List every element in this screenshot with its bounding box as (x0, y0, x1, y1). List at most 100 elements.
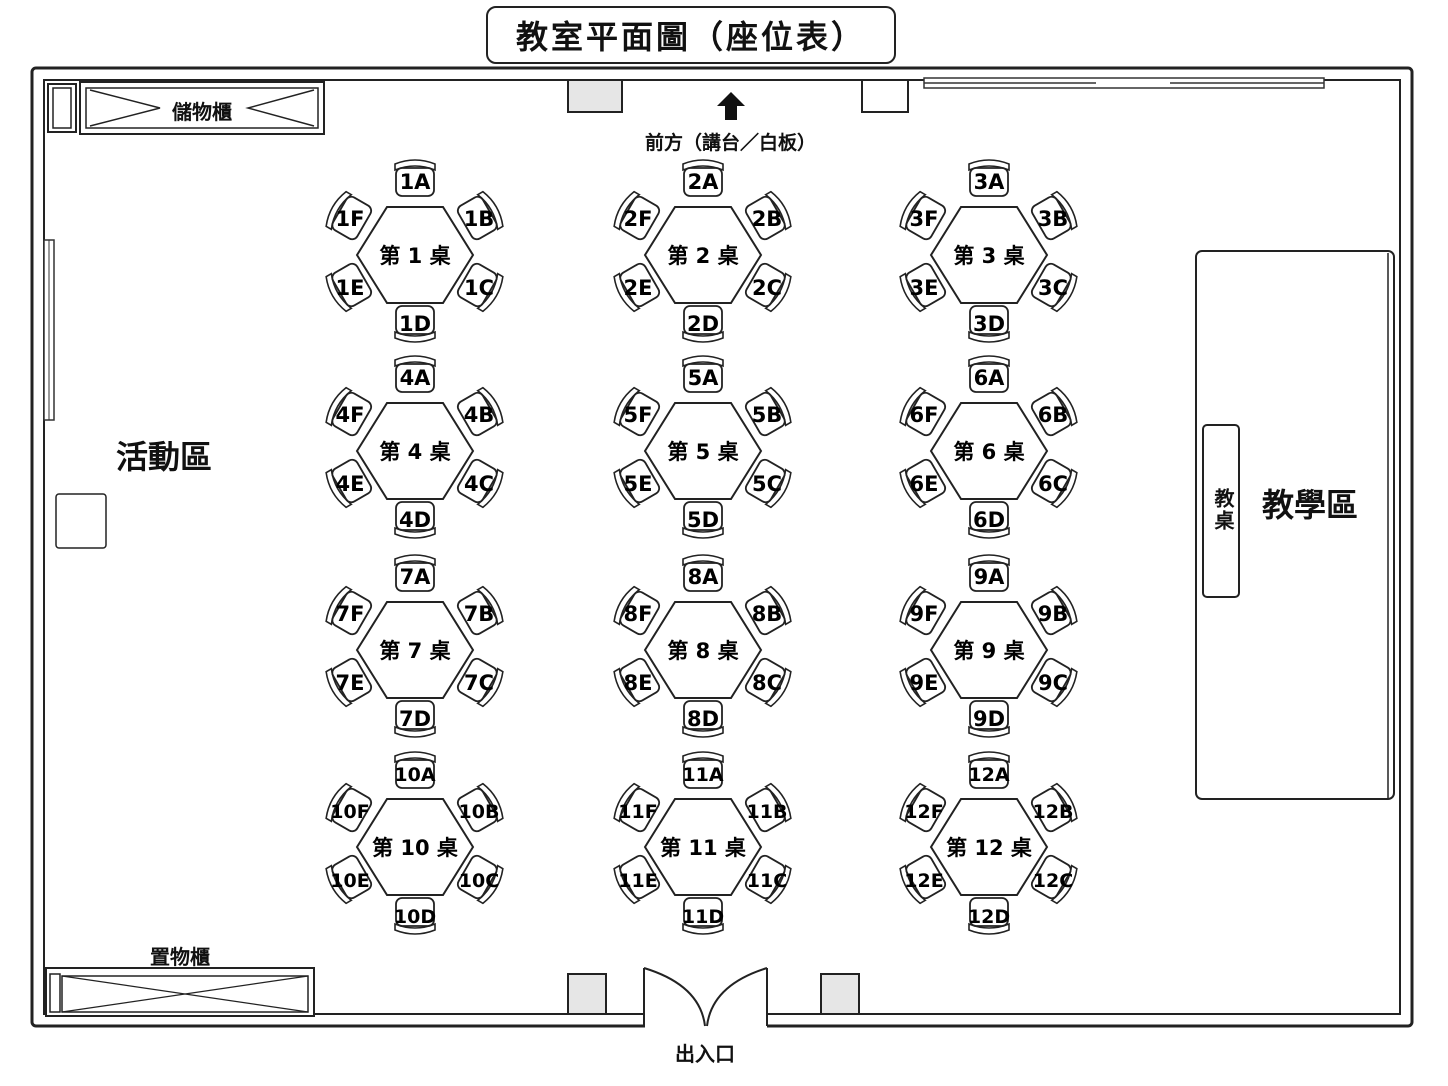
chair-icon (1030, 657, 1078, 708)
seat-8F[interactable]: 8F (611, 585, 662, 638)
seat-2D[interactable]: 2D (682, 305, 724, 343)
table-hexagon (643, 402, 763, 500)
seat-2C[interactable]: 2C (743, 261, 794, 314)
seat-7D[interactable]: 7D (394, 700, 436, 738)
seat-10C[interactable]: 10C (455, 853, 506, 906)
seat-9C[interactable]: 9C (1029, 656, 1080, 709)
seat-4A[interactable]: 4A (394, 355, 436, 393)
chair-icon (1030, 854, 1078, 905)
seat-7A[interactable]: 7A (394, 554, 436, 592)
seat-1F[interactable]: 1F (323, 190, 374, 243)
chair-icon (456, 782, 504, 833)
seat-2E[interactable]: 2E (611, 261, 662, 314)
seat-10D[interactable]: 10D (394, 897, 436, 935)
seat-12E[interactable]: 12E (897, 853, 948, 906)
seat-6B[interactable]: 6B (1029, 386, 1080, 439)
seat-1B[interactable]: 1B (455, 190, 506, 243)
seat-4C[interactable]: 4C (455, 457, 506, 510)
seat-label: 12F (904, 801, 943, 823)
seat-12B[interactable]: 12B (1029, 782, 1080, 835)
seat-7E[interactable]: 7E (323, 656, 374, 709)
seat-12A[interactable]: 12A (968, 751, 1010, 789)
seat-7C[interactable]: 7C (455, 656, 506, 709)
seat-11E[interactable]: 11E (611, 853, 662, 906)
seat-10A[interactable]: 10A (394, 751, 436, 789)
table-label: 第 7 桌 (379, 639, 451, 663)
seat-1A[interactable]: 1A (394, 159, 436, 197)
seat-7F[interactable]: 7F (323, 585, 374, 638)
seat-6E[interactable]: 6E (897, 457, 948, 510)
seat-6D[interactable]: 6D (968, 501, 1010, 539)
seat-10B[interactable]: 10B (455, 782, 506, 835)
seat-1C[interactable]: 1C (455, 261, 506, 314)
seat-label: 7E (336, 671, 365, 695)
seat-1D[interactable]: 1D (394, 305, 436, 343)
seat-1E[interactable]: 1E (323, 261, 374, 314)
seat-11F[interactable]: 11F (611, 782, 662, 835)
seat-11A[interactable]: 11A (682, 751, 724, 789)
seat-3A[interactable]: 3A (968, 159, 1010, 197)
chair-icon (325, 782, 373, 833)
seat-9E[interactable]: 9E (897, 656, 948, 709)
seat-4D[interactable]: 4D (394, 501, 436, 539)
table-hexagon (643, 798, 763, 896)
seat-8E[interactable]: 8E (611, 656, 662, 709)
seat-8A[interactable]: 8A (682, 554, 724, 592)
seat-label: 9C (1038, 671, 1068, 695)
seat-10E[interactable]: 10E (323, 853, 374, 906)
seat-5D[interactable]: 5D (682, 501, 724, 539)
seat-9B[interactable]: 9B (1029, 585, 1080, 638)
seat-8C[interactable]: 8C (743, 656, 794, 709)
seat-6A[interactable]: 6A (968, 355, 1010, 393)
seat-3E[interactable]: 3E (897, 261, 948, 314)
seat-3F[interactable]: 3F (897, 190, 948, 243)
seat-12D[interactable]: 12D (968, 897, 1010, 935)
seat-5C[interactable]: 5C (743, 457, 794, 510)
seat-5A[interactable]: 5A (682, 355, 724, 393)
seat-label: 1C (464, 276, 494, 300)
teacher-desk-label: 教桌 (1211, 488, 1235, 532)
seat-3D[interactable]: 3D (968, 305, 1010, 343)
seat-6F[interactable]: 6F (897, 386, 948, 439)
seat-3B[interactable]: 3B (1029, 190, 1080, 243)
seat-8B[interactable]: 8B (743, 585, 794, 638)
seat-6C[interactable]: 6C (1029, 457, 1080, 510)
seat-4F[interactable]: 4F (323, 386, 374, 439)
seat-7B[interactable]: 7B (455, 585, 506, 638)
seat-11C[interactable]: 11C (743, 853, 794, 906)
seat-11B[interactable]: 11B (743, 782, 794, 835)
seat-12C[interactable]: 12C (1029, 853, 1080, 906)
seat-5E[interactable]: 5E (611, 457, 662, 510)
chair-icon (899, 854, 947, 905)
seat-label: 11C (747, 870, 787, 892)
seat-11D[interactable]: 11D (682, 897, 724, 935)
chair-icon (682, 700, 724, 738)
seat-5B[interactable]: 5B (743, 386, 794, 439)
seat-4E[interactable]: 4E (323, 457, 374, 510)
chair-icon (613, 657, 661, 708)
seat-2A[interactable]: 2A (682, 159, 724, 197)
seat-2B[interactable]: 2B (743, 190, 794, 243)
seat-3C[interactable]: 3C (1029, 261, 1080, 314)
chair-icon (325, 458, 373, 509)
seat-9D[interactable]: 9D (968, 700, 1010, 738)
chair-icon (968, 700, 1010, 738)
seat-label: 7A (400, 565, 432, 589)
seat-label: 1F (336, 207, 365, 231)
seat-12F[interactable]: 12F (897, 782, 948, 835)
seat-label: 6A (974, 366, 1006, 390)
seat-5F[interactable]: 5F (611, 386, 662, 439)
seat-8D[interactable]: 8D (682, 700, 724, 738)
chair-icon (1030, 458, 1078, 509)
seat-4B[interactable]: 4B (455, 386, 506, 439)
seat-2F[interactable]: 2F (611, 190, 662, 243)
seat-10F[interactable]: 10F (323, 782, 374, 835)
seat-9F[interactable]: 9F (897, 585, 948, 638)
seat-9A[interactable]: 9A (968, 554, 1010, 592)
seat-label: 8F (624, 602, 653, 626)
table-label: 第 12 桌 (946, 836, 1033, 860)
chair-icon (968, 159, 1010, 197)
